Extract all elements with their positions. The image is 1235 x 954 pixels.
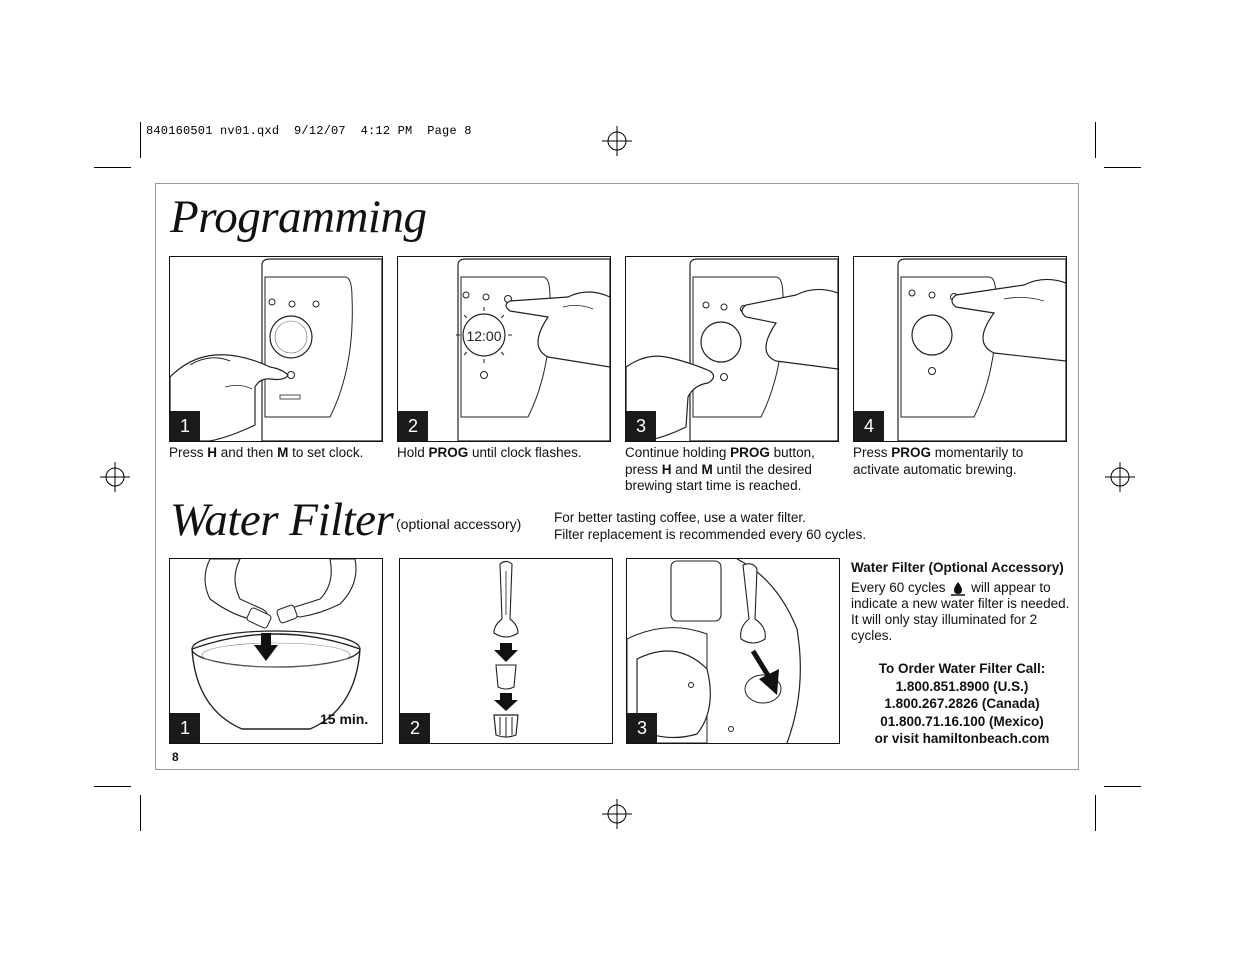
water-filter-sidebar-body: Every 60 cycles will appear to indicate … (851, 580, 1073, 644)
caption-text-run: Hold (397, 445, 429, 460)
water-filter-sidebar-heading: Water Filter (Optional Accessory) (851, 560, 1064, 575)
programming-title: Programming (170, 191, 427, 243)
intro-line-2: Filter replacement is recommended every … (554, 527, 867, 542)
programming-step-3-caption: Continue holding PROG button, press H an… (625, 445, 839, 495)
programming-step-3-illustration: 3 (625, 256, 839, 442)
water-filter-step-1-illustration: 15 min. 1 (169, 558, 383, 744)
caption-bold-run: H (661, 461, 672, 477)
crop-mark (94, 786, 131, 787)
page-number: 8 (172, 750, 179, 764)
order-info: To Order Water Filter Call: 1.800.851.89… (851, 660, 1073, 748)
optional-accessory-label: (optional accessory) (396, 516, 522, 532)
step-number-badge: 4 (854, 411, 884, 441)
step-number-badge: 2 (400, 713, 430, 743)
order-line: 1.800.851.8900 (U.S.) (895, 678, 1029, 694)
step-number-badge: 3 (626, 411, 656, 441)
caption-bold-run: PROG (428, 445, 469, 460)
crop-mark (140, 795, 141, 831)
caption-text-run: momentarily to activate automatic brewin… (853, 445, 1024, 477)
caption-text-run: to set clock. (288, 445, 364, 460)
registration-mark-icon (1105, 462, 1135, 492)
caption-bold-run: M (277, 445, 289, 460)
crop-mark (94, 167, 131, 168)
step-number-badge: 1 (170, 411, 200, 441)
registration-mark-icon (100, 462, 130, 492)
caption-bold-run: PROG (730, 445, 770, 460)
caption-bold-run: H (207, 445, 218, 460)
programming-step-1-caption: Press H and then M to set clock. (169, 445, 383, 462)
step-number-badge: 3 (627, 713, 657, 743)
programming-step-4-caption: Press PROG momentarily to activate autom… (853, 445, 1067, 478)
crop-mark (140, 122, 141, 158)
programming-step-1-illustration: 1 (169, 256, 383, 442)
sidebar-body-after: will appear to indicate a new water filt… (851, 580, 1070, 643)
order-line: 1.800.267.2826 (Canada) (884, 696, 1040, 711)
caption-text-run: until the desired brewing start time is … (625, 461, 812, 494)
page-frame (155, 183, 1079, 770)
step-number-badge: 1 (170, 713, 200, 743)
caption-bold-run: M (701, 461, 713, 477)
registration-mark-icon (602, 799, 632, 829)
caption-text-run: and (671, 461, 702, 477)
order-line: 01.800.71.16.100 (Mexico) (880, 713, 1044, 729)
order-line: To Order Water Filter Call: (878, 661, 1046, 676)
water-filter-intro: For better tasting coffee, use a water f… (554, 509, 866, 543)
water-filter-step-2-illustration: 2 (399, 558, 613, 744)
caption-text-run: and then (217, 445, 278, 460)
programming-step-2-illustration: 12:00 2 (397, 256, 611, 442)
step-number-badge: 2 (398, 411, 428, 441)
registration-mark-icon (602, 126, 632, 156)
programming-step-2-caption: Hold PROG until clock flashes. (397, 445, 611, 462)
crop-mark (1095, 122, 1096, 158)
print-slug: 840160501 nv01.qxd 9/12/07 4:12 PM Page … (146, 124, 472, 138)
crop-mark (1104, 167, 1141, 168)
caption-text-run: button, press (625, 445, 815, 477)
programming-step-4-illustration: 4 (853, 256, 1067, 442)
sidebar-body-before: Every 60 cycles (851, 580, 946, 595)
order-line: or visit hamiltonbeach.com (874, 731, 1050, 746)
crop-mark (1095, 795, 1096, 831)
caption-text-run: until clock flashes. (468, 445, 582, 460)
caption-text-run: Continue holding (625, 445, 731, 460)
caption-text-run: Press (853, 445, 892, 460)
water-drop-icon (951, 581, 966, 596)
caption-text-run: Press (169, 445, 208, 460)
water-filter-title: Water Filter (170, 494, 394, 546)
caption-bold-run: PROG (891, 445, 932, 460)
intro-line-1: For better tasting coffee, use a water f… (554, 510, 806, 525)
crop-mark (1104, 786, 1141, 787)
clock-display: 12:00 (466, 328, 501, 344)
soak-time-label: 15 min. (320, 711, 369, 727)
water-filter-step-3-illustration: 3 (626, 558, 840, 744)
